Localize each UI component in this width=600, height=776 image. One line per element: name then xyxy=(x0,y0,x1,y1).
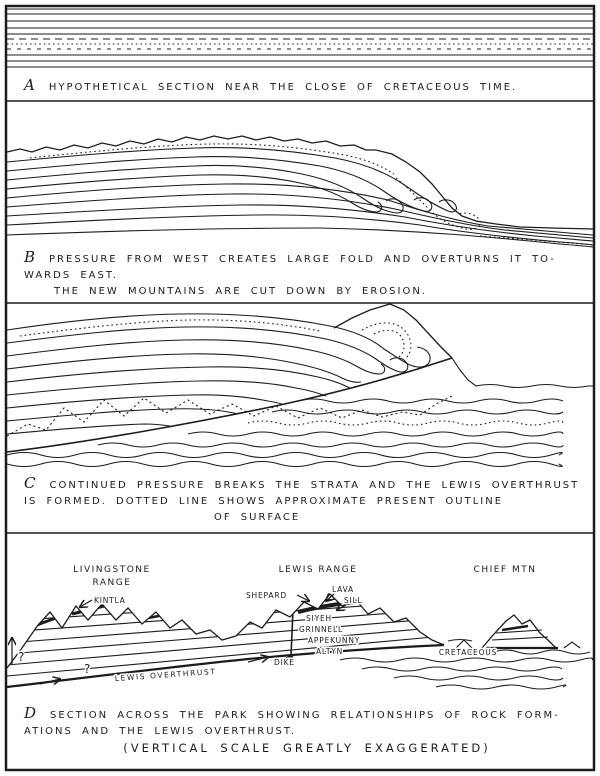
label-dike: DIKE xyxy=(274,658,295,667)
panel-c-caption-line1: CONTINUED PRESSURE BREAKS THE STRATA AND… xyxy=(49,480,580,491)
label-shepard: SHEPARD xyxy=(246,591,287,600)
dike-arrow xyxy=(288,656,292,661)
lava-arrow xyxy=(326,594,335,601)
label-lewis-overthrust: LEWIS OVERTHRUST xyxy=(115,667,217,683)
panel-c-caption: C CONTINUED PRESSURE BREAKS THE STRATA AN… xyxy=(24,474,590,526)
panel-b-caption: B PRESSURE FROM WEST CREATES LARGE FOLD A… xyxy=(24,248,590,300)
mountain-outline xyxy=(6,593,445,669)
thrust-arrow-2 xyxy=(247,657,268,662)
east-plains-surface xyxy=(451,357,593,389)
thrust-arrow-1 xyxy=(39,679,60,684)
lewis-overthrust-fault xyxy=(6,357,453,453)
panel-b-caption-line3: THE NEW MOUNTAINS ARE CUT DOWN BY EROSIO… xyxy=(54,286,427,297)
motion-arrows xyxy=(12,594,347,684)
label-lewis-range: LEWIS RANGE xyxy=(279,565,358,575)
remnant-peak-outline xyxy=(333,303,453,359)
dike-line xyxy=(290,609,294,657)
panel-d-letter: D xyxy=(24,704,37,722)
stippled-bed-nose xyxy=(395,177,481,230)
panel-c-thrust-drawing xyxy=(6,303,593,468)
panel-a-caption-text: HYPOTHETICAL SECTION NEAR THE CLOSE OF C… xyxy=(48,82,518,93)
panel-c-caption-line3: OF SURFACE xyxy=(214,512,301,523)
sill-arrow xyxy=(337,605,347,610)
label-lava: LAVA xyxy=(332,585,354,594)
stippled-bed-crest xyxy=(29,143,395,175)
label-livingstone-range-line2: RANGE xyxy=(93,578,132,588)
chief-mtn-klippe xyxy=(455,614,581,650)
panel-d-section-drawing xyxy=(6,592,594,690)
panel-c-caption-line2: IS FORMED. DOTTED LINE SHOWS APPROXIMATE… xyxy=(24,496,504,507)
lewis-overthrust-line xyxy=(6,643,445,689)
panel-c-letter: C xyxy=(24,474,36,492)
kintla-arrow xyxy=(80,599,93,607)
stippled-nose-1 xyxy=(361,322,412,359)
panel-a-caption: A HYPOTHETICAL SECTION NEAR THE CLOSE OF … xyxy=(24,76,590,96)
chief-mtn-band xyxy=(501,624,529,632)
stippled-nose-2 xyxy=(373,329,405,358)
panel-b-caption-line1: PRESSURE FROM WEST CREATES LARGE FOLD AN… xyxy=(49,254,556,265)
dotted-present-surface xyxy=(6,395,453,437)
label-question-mid: ? xyxy=(84,662,90,676)
label-grinnell: GRINNELL xyxy=(299,625,343,634)
panel-d-caption-line1: SECTION ACROSS THE PARK SHOWING RELATION… xyxy=(50,710,560,721)
figure-frame xyxy=(4,4,596,772)
panel-d-caption-line2: ATIONS AND THE LEWIS OVERTHRUST. xyxy=(24,726,296,737)
cretaceous-beds xyxy=(339,638,594,690)
label-question-left: ? xyxy=(18,650,24,664)
panel-b-caption-line2: WARDS EAST. xyxy=(24,270,118,281)
label-altyn: ALTYN xyxy=(316,647,343,656)
label-chief-mtn: CHIEF MTN xyxy=(474,565,537,575)
panel-d-caption-line3: (VERTICAL SCALE GREATLY EXAGGERATED) xyxy=(123,741,491,755)
panel-a-strata-drawing xyxy=(7,8,593,68)
label-cretaceous: CRETACEOUS xyxy=(439,648,497,657)
sill-band xyxy=(297,600,361,614)
stippled-bed-east xyxy=(479,235,594,246)
shepard-arrow xyxy=(296,595,309,601)
panel-d-labels: LIVINGSTONE RANGE LEWIS RANGE CHIEF MTN … xyxy=(17,565,537,684)
eroded-surface-line xyxy=(6,135,594,230)
panel-b-letter: B xyxy=(24,248,36,266)
thrust-sheet-strata xyxy=(7,594,444,677)
label-appekunny: APPEKUNNY xyxy=(308,636,360,645)
panel-a-letter: A xyxy=(24,76,35,94)
panel-d-caption: D SECTION ACROSS THE PARK SHOWING RELATIO… xyxy=(24,704,590,756)
black-band-3 xyxy=(109,602,145,614)
label-livingstone-range-line1: LIVINGSTONE xyxy=(73,565,150,575)
panel-b-fold-drawing xyxy=(6,135,594,248)
label-kintla: KINTLA xyxy=(94,596,126,605)
stippled-bed-c xyxy=(19,319,321,337)
chief-mtn-outline xyxy=(481,614,557,649)
label-siyeh: SIYEH xyxy=(306,614,332,623)
label-sill: SILL xyxy=(344,596,363,605)
